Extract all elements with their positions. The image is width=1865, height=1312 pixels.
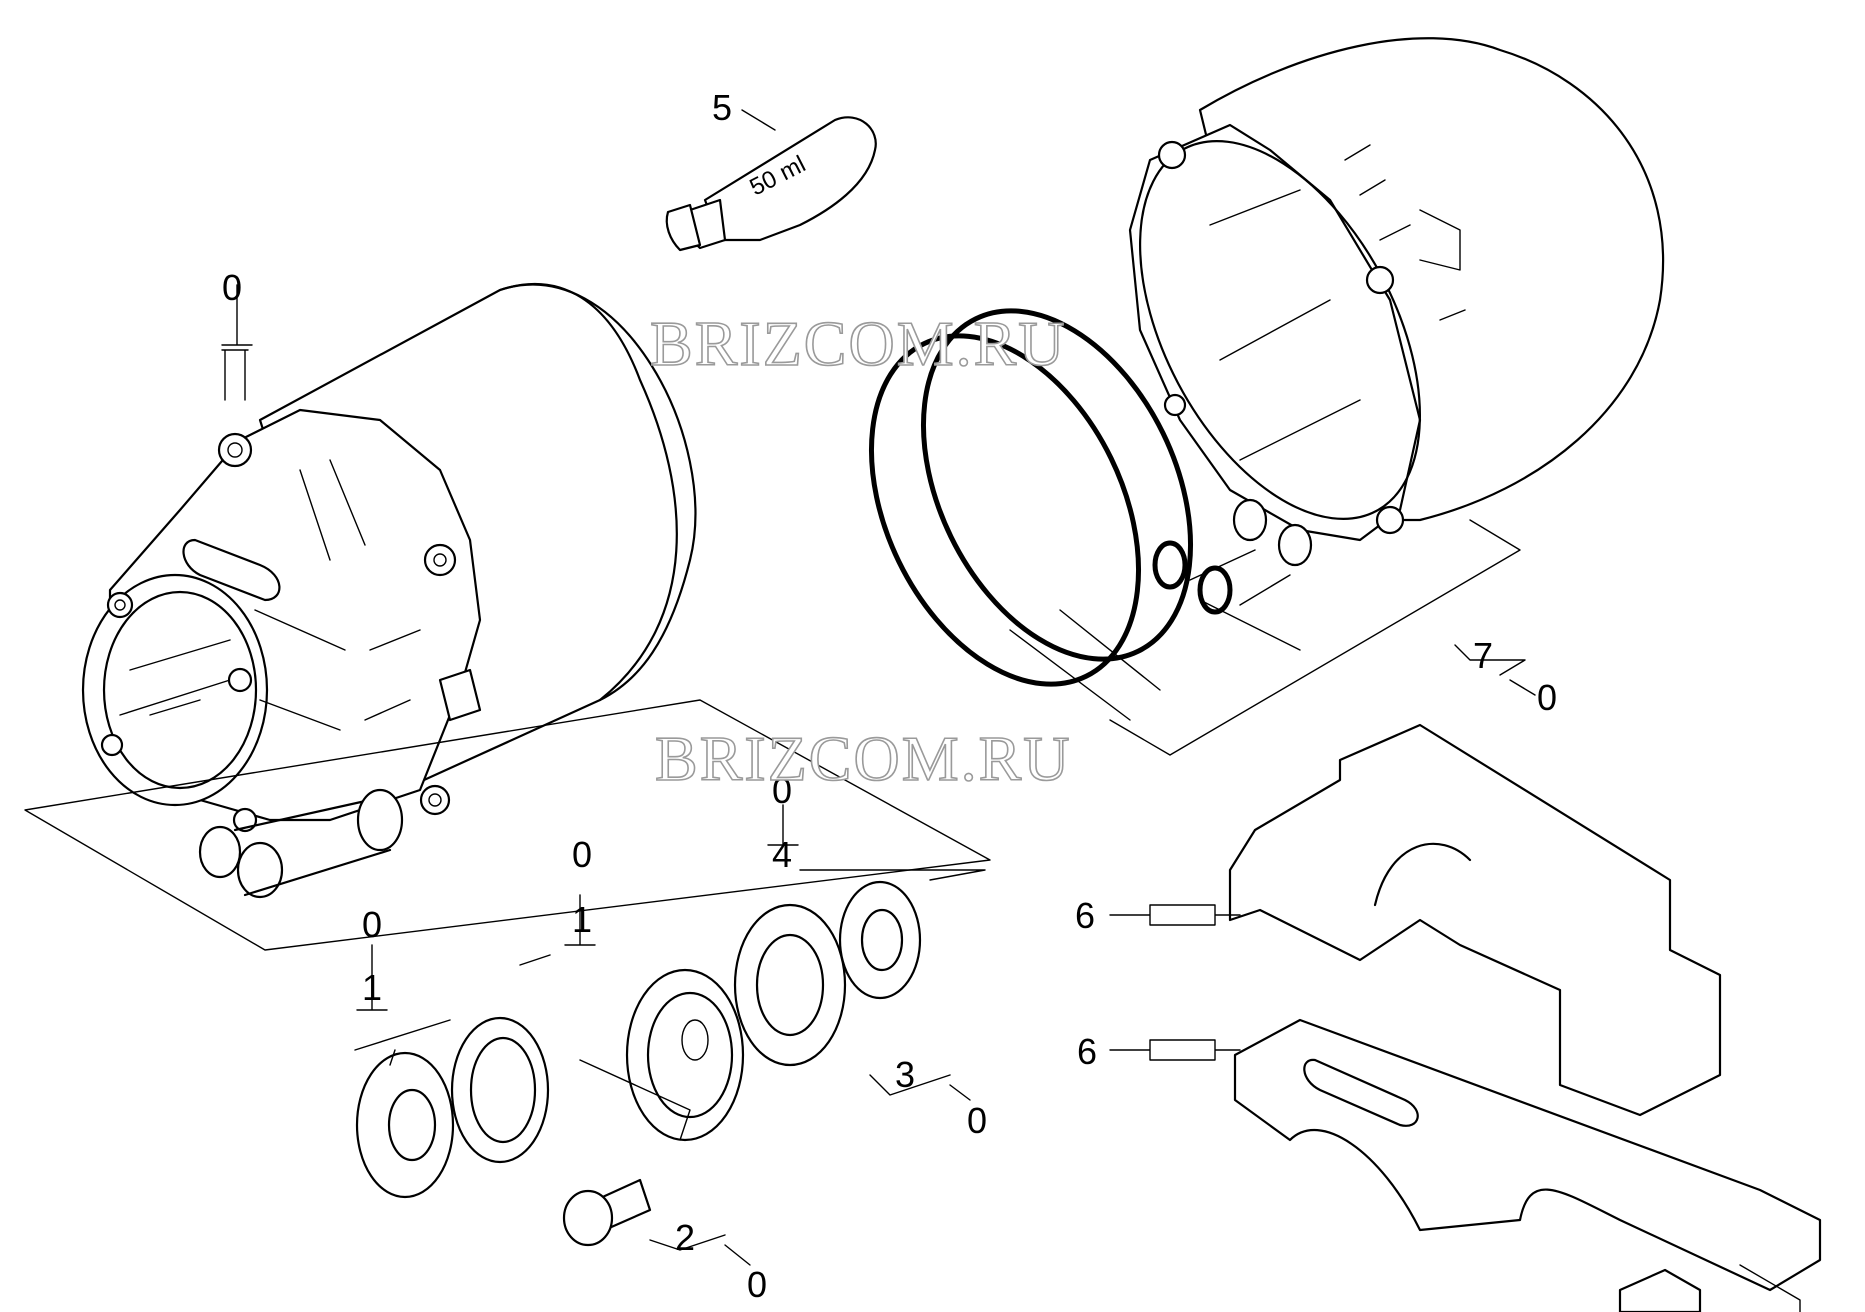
callout-6-upper: 6 [1075, 895, 1095, 936]
callout-0-right: 0 [1537, 677, 1557, 718]
callout-1-a: 1 [362, 967, 382, 1008]
watermarks: BRIZCOM.RU BRIZCOM.RU [649, 307, 1072, 795]
callout-0-bearing-b: 0 [572, 834, 592, 875]
callout-1-b: 1 [572, 899, 592, 940]
watermark-middle: BRIZCOM.RU [655, 723, 1072, 794]
callout-leaders [221, 109, 1536, 1266]
bearing-parts [354, 869, 986, 1247]
callout-0-bearing-c: 0 [772, 770, 792, 811]
callout-7: 7 [1473, 635, 1493, 676]
o-rings [868, 308, 1233, 687]
callout-3: 3 [895, 1054, 915, 1095]
motor-housing-left [24, 282, 991, 951]
callout-2: 2 [675, 1217, 695, 1258]
callout-0-two: 0 [747, 1264, 767, 1305]
callout-6-lower: 6 [1077, 1031, 1097, 1072]
mounting-feet [1228, 723, 1822, 1312]
watermark-top: BRIZCOM.RU [650, 308, 1067, 379]
callout-4: 4 [772, 834, 792, 875]
callout-0-three: 0 [967, 1100, 987, 1141]
callout-0-bearing-a: 0 [362, 904, 382, 945]
callout-0-top: 0 [222, 267, 242, 308]
callout-5: 5 [712, 87, 732, 128]
motor-housing-right [1009, 37, 1665, 756]
grease-tube: 50 ml [665, 116, 877, 252]
callout-labels: 5 0 7 0 0 1 0 1 0 4 3 0 2 0 6 6 [222, 87, 1557, 1305]
